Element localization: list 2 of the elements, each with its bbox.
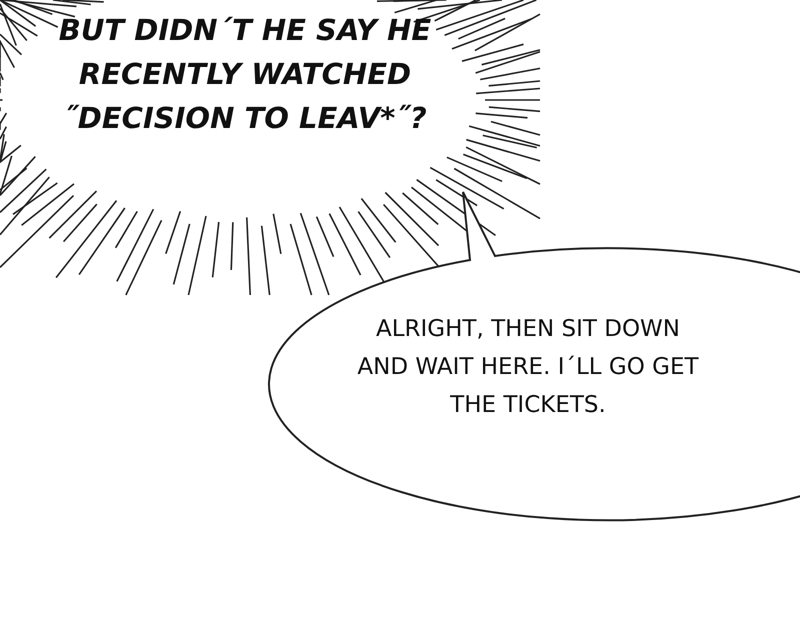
dialogue-text: BUT DIDN´T HE SAY HE RECENTLY WATCHED ˝DECISION TO LEAV*˝?: [58, 12, 432, 137]
dialogue-text: ALRIGHT, THEN SIT DOWN AND WAIT HERE. I´LL GO GET THE TICKETS.: [356, 315, 700, 420]
